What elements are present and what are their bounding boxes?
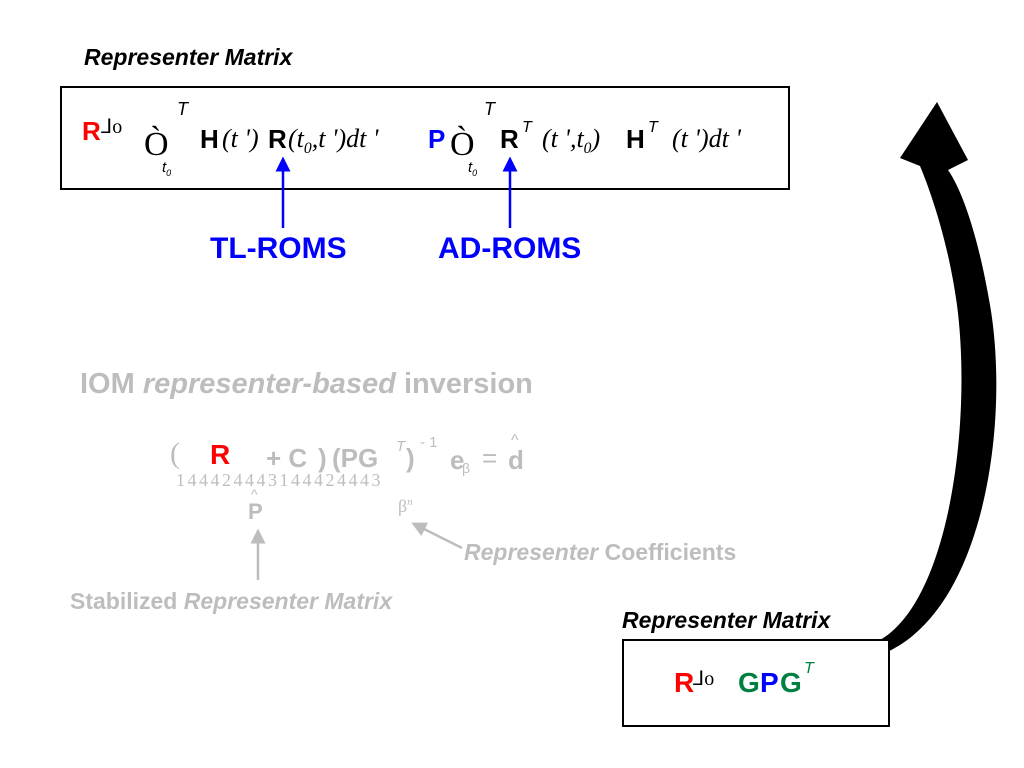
- approx-equal-glyph: ᒧo: [100, 116, 123, 138]
- integral-1-upper: T: [177, 99, 188, 119]
- P-matrix: P: [428, 124, 446, 154]
- H-argument: (t '): [222, 124, 259, 153]
- bottom-P: P: [760, 667, 779, 698]
- mid-underbraces: 1 4 4 4 2 4 4 4 3 1 4 4 4 2 4 4 4 3: [176, 470, 380, 490]
- integral-2-lower: t0: [468, 159, 478, 178]
- bottom-R-symbol: R: [674, 667, 695, 698]
- representer-coefficients-label: Representer Coefficients: [464, 539, 737, 565]
- bottom-equation: R ᒧo G P G T: [674, 661, 874, 707]
- mid-d-hat: d: [508, 445, 524, 475]
- top-equation: R ᒧo Ò T t0 H (t ') R (t0,t ')dt ' P Ò T…: [82, 99, 782, 178]
- mid-inverse: - 1: [420, 434, 438, 451]
- bottom-G1: G: [738, 667, 760, 698]
- section-heading: IOM representer-based inversion: [80, 368, 533, 400]
- mid-equals: =: [482, 443, 498, 473]
- mid-P-hat-accent: ^: [251, 486, 258, 502]
- bottom-approx-glyph: ᒧo: [692, 668, 715, 690]
- R-tl-argument: (t0,t ')dt ': [288, 124, 379, 158]
- H-transpose-sup: T: [648, 119, 658, 136]
- mid-e: e: [450, 445, 465, 475]
- R-ad-transpose: T: [522, 119, 532, 136]
- mid-R-symbol: R: [210, 439, 231, 470]
- big-curved-arrow: [880, 102, 997, 655]
- mid-close-paren: ): [318, 443, 327, 473]
- mid-beta-n: βn: [398, 496, 413, 516]
- integral-1-lower: t0: [162, 159, 172, 178]
- mid-beta-sub: β: [462, 460, 471, 476]
- bottom-equation-box: R ᒧo G P G T: [622, 639, 890, 727]
- mid-P-hat: P: [248, 499, 263, 524]
- top-title: Representer Matrix: [84, 44, 293, 70]
- mid-close-paren-2: ): [406, 443, 415, 473]
- mid-PG: (PG: [332, 443, 379, 473]
- H-operator: H: [200, 124, 219, 154]
- ad-roms-label: AD-ROMS: [438, 232, 582, 265]
- integral-sign-2: Ò: [450, 126, 475, 163]
- bottom-transpose: T: [804, 660, 814, 677]
- mid-open-paren: (: [170, 437, 180, 470]
- integral-sign-1: Ò: [144, 126, 169, 163]
- stabilized-label: Stabilized Representer Matrix: [70, 588, 393, 614]
- H-transpose-argument: (t ')dt ': [672, 124, 741, 153]
- bottom-title: Representer Matrix: [622, 607, 831, 633]
- coeff-arrow: [411, 522, 463, 550]
- R-ad-operator: R: [500, 124, 519, 154]
- R-tl-operator: R: [268, 124, 287, 154]
- bottom-G2: G: [780, 667, 802, 698]
- top-equation-box: R ᒧo Ò T t0 H (t ') R (t0,t ')dt ' P Ò T…: [60, 86, 790, 190]
- mid-plus-C: + C: [266, 443, 308, 473]
- H-transpose-operator: H: [626, 124, 645, 154]
- integral-2-upper: T: [484, 99, 495, 119]
- tl-roms-label: TL-ROMS: [210, 232, 347, 265]
- mid-d-hat-accent: ^: [511, 432, 519, 449]
- representer-matrix-symbol: R: [82, 116, 101, 146]
- R-ad-argument: (t ',t0): [542, 124, 601, 158]
- mid-PG-transpose: T: [396, 438, 406, 455]
- mid-equation: ( R + C ) (PG T ) - 1 e β = d ^ 1 4 4 4 …: [170, 432, 590, 530]
